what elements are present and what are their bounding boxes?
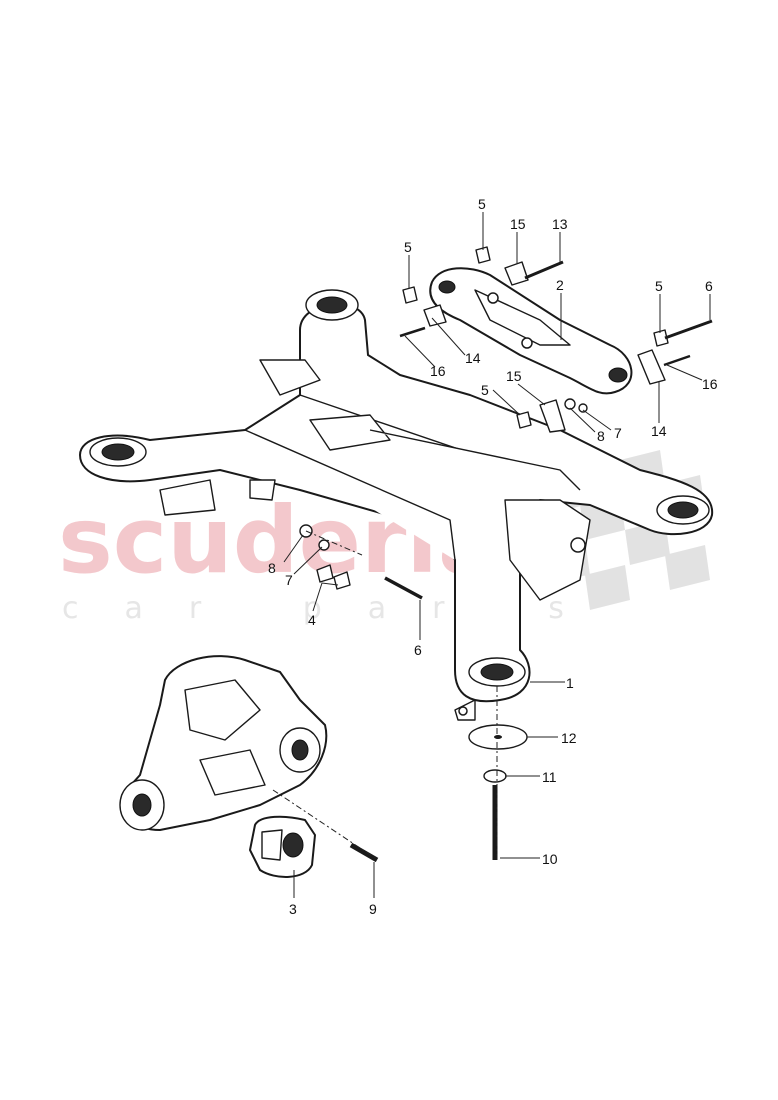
rear-subframe (79, 289, 714, 721)
washer-part-11 (483, 769, 507, 783)
callout-1: 1 (566, 675, 574, 691)
clip-part-5 (653, 329, 669, 347)
nut-part-8 (564, 398, 576, 410)
callout-14: 14 (651, 423, 667, 439)
hardware-parts (299, 246, 713, 863)
callout-2: 2 (556, 277, 564, 293)
callout-numbers: 5 15 13 5 2 5 6 14 16 16 15 5 14 8 7 8 7… (268, 196, 718, 917)
assembly-lines (272, 530, 498, 860)
callout-10: 10 (542, 851, 558, 867)
bolt-part-6 (384, 576, 423, 600)
differential-carrier-bracket (429, 267, 633, 395)
bracket-part-14 (637, 349, 666, 385)
callout-13: 13 (552, 216, 568, 232)
callout-12: 12 (561, 730, 577, 746)
watermark-tagline: car parts (62, 591, 610, 626)
bolt-part-9 (349, 842, 379, 863)
bolt-part-16 (663, 354, 691, 367)
bolt-part-13 (524, 260, 564, 280)
callout-11: 11 (542, 769, 557, 785)
callout-7: 7 (614, 425, 622, 441)
callout-15: 15 (506, 368, 522, 384)
callout-6: 6 (705, 278, 713, 294)
bracket-part-14 (423, 304, 447, 327)
callout-8: 8 (597, 428, 605, 444)
callout-9: 9 (369, 901, 377, 917)
washer-part-7 (578, 403, 588, 413)
clip-part-4 (316, 564, 334, 583)
bolt-part-16 (399, 326, 426, 338)
callout-16: 16 (702, 376, 718, 392)
bracket-part-15 (504, 261, 529, 286)
callout-16: 16 (430, 363, 446, 379)
differential-mount (249, 815, 316, 878)
rear-differential (119, 655, 328, 831)
callout-5: 5 (481, 382, 489, 398)
bracket-part-15 (539, 399, 566, 433)
callout-14: 14 (465, 350, 481, 366)
callout-6: 6 (414, 642, 422, 658)
callout-8: 8 (268, 560, 276, 576)
bolt-part-6 (664, 319, 713, 340)
callout-3: 3 (289, 901, 297, 917)
callout-5: 5 (655, 278, 663, 294)
callout-5: 5 (478, 196, 486, 212)
callout-15: 15 (510, 216, 526, 232)
callout-7: 7 (285, 572, 293, 588)
clip-part-5 (516, 411, 532, 429)
leader-lines (283, 212, 711, 898)
clip-part-5 (402, 286, 418, 304)
callout-5: 5 (404, 239, 412, 255)
callout-4: 4 (308, 612, 316, 628)
